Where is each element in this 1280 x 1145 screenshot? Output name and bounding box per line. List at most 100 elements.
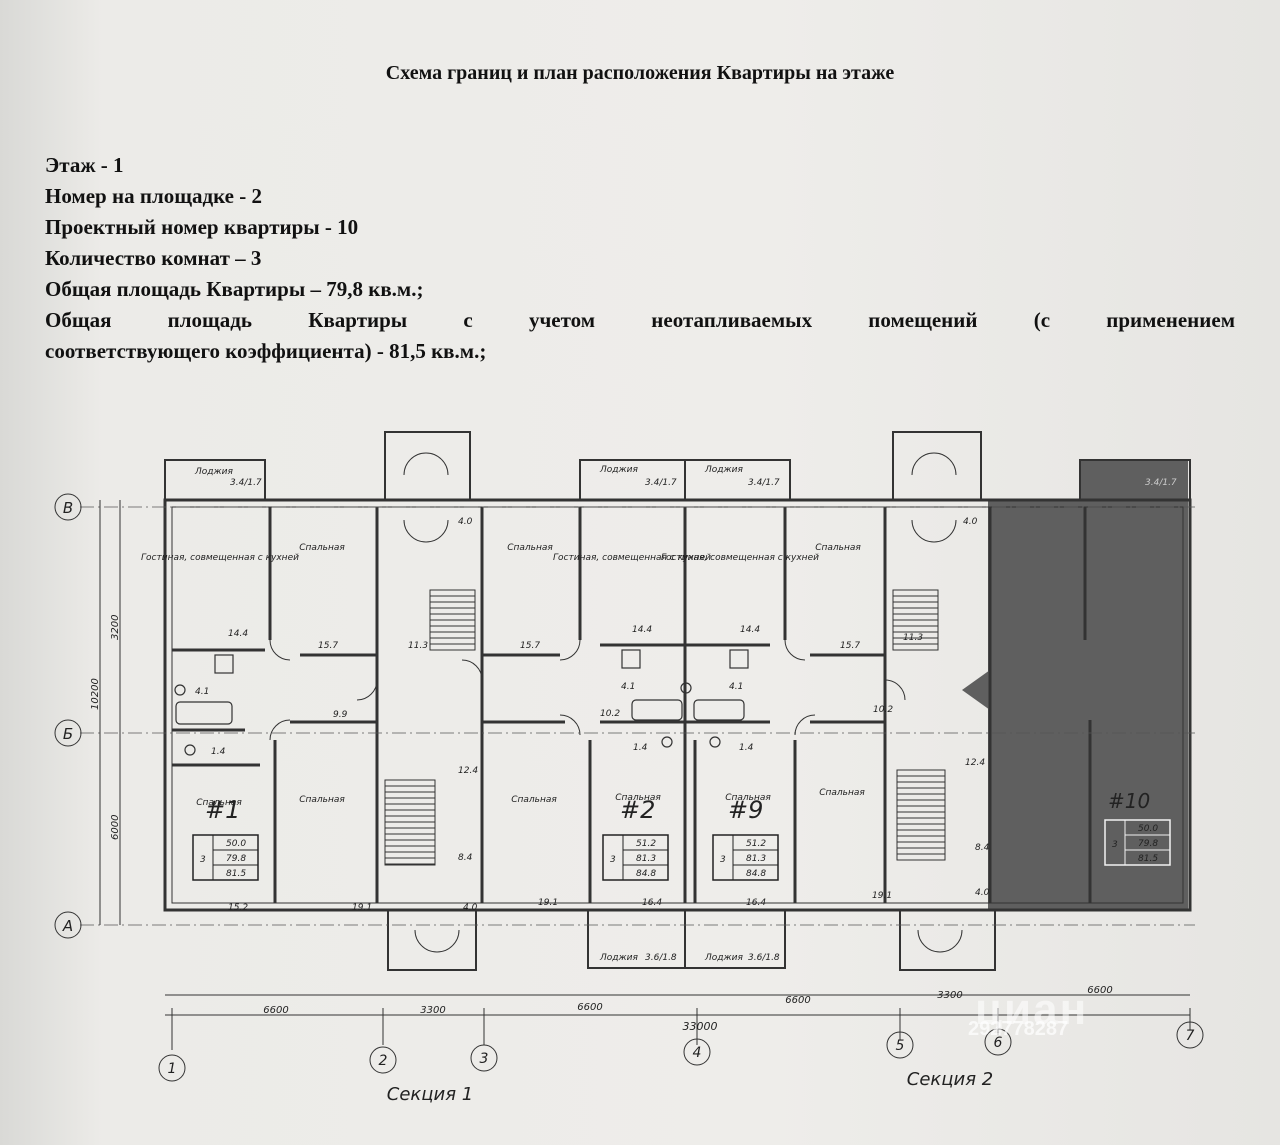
vertical-dimensions xyxy=(99,500,121,925)
room-area: 15.2 xyxy=(228,903,248,913)
axis-label-col: 1 xyxy=(168,1061,177,1077)
loggia-area: 3.4/1.7 xyxy=(748,478,780,488)
room-area: 14.4 xyxy=(632,625,652,635)
apartment-area-value: 51.2 xyxy=(636,839,656,849)
loggia-area: 3.4/1.7 xyxy=(230,478,262,488)
room-label-living: Гостиная, совмещенная с кухней xyxy=(553,553,711,563)
room-area: 12.4 xyxy=(965,758,985,768)
horizontal-dimensions xyxy=(165,994,1191,1050)
loggia-label: Лоджия xyxy=(599,465,638,475)
loggia-label: Лоджия xyxy=(704,953,743,963)
total-area-coef-line-1: Общая площадь Квартиры с учетом неотапли… xyxy=(45,308,1235,332)
apartment-blocks: #1350.079.881.5#2351.281.384.8#9351.281.… xyxy=(192,789,1171,881)
room-area: 10.2 xyxy=(873,705,893,715)
loggia-label: Лоджия xyxy=(194,467,233,477)
axis-label-col: 3 xyxy=(480,1051,489,1067)
column-axes: 1 2 3 4 5 6 7 xyxy=(158,1021,1204,1082)
axis-label-col: 4 xyxy=(693,1045,702,1061)
apartment-area-value: 84.8 xyxy=(746,869,766,879)
loggia-area: 3.4/1.7 xyxy=(645,478,677,488)
platform-number-line: Номер на площадке - 2 xyxy=(45,184,262,208)
room-area: 4.1 xyxy=(195,687,209,697)
room-area: 4.1 xyxy=(729,682,743,692)
room-area: 4.0 xyxy=(963,517,978,527)
apartment-area-value: 81.5 xyxy=(1138,854,1158,864)
dim-h-3: 6600 xyxy=(577,1002,602,1013)
apartment-number: #2 xyxy=(620,796,655,824)
room-area: 15.7 xyxy=(520,641,540,651)
room-area: 16.4 xyxy=(746,898,766,908)
axis-lines xyxy=(80,506,1195,926)
watermark-id: 292778287 xyxy=(968,1018,1069,1040)
loggia-labels: Лоджия 3.4/1.7 Лоджия 3.4/1.7 Лоджия 3.4… xyxy=(194,465,1177,963)
room-area: 11.3 xyxy=(903,633,923,643)
apartment-area-value: 81.3 xyxy=(636,854,656,864)
room-label-bedroom: Спальная xyxy=(196,798,242,808)
room-label-living: Гостиная, совмещенная с кухней xyxy=(661,553,819,563)
apartment-area-value: 84.8 xyxy=(636,869,656,879)
dim-h-5: 3300 xyxy=(937,990,962,1001)
axis-label-col: 5 xyxy=(896,1038,905,1054)
axis-label-col: 2 xyxy=(379,1053,388,1069)
apartment-number: #1 xyxy=(205,796,240,824)
room-area: 8.4 xyxy=(975,843,990,853)
dim-h-1: 6600 xyxy=(263,1005,288,1016)
apartment-rooms: 3 xyxy=(610,855,616,865)
room-label-bedroom: Спальная xyxy=(615,793,661,803)
total-area-coef-line-2: соответствующего коэффициента) - 81,5 кв… xyxy=(45,339,487,363)
room-labels: Гостиная, совмещенная с кухней Спальная … xyxy=(141,543,865,808)
axis-label-col: 6 xyxy=(994,1035,1003,1051)
floor-line: Этаж - 1 xyxy=(45,153,124,177)
room-area: 14.4 xyxy=(740,625,760,635)
dim-h-6: 6600 xyxy=(1087,985,1112,996)
dim-h-total: 33000 xyxy=(683,1020,718,1033)
interior-walls xyxy=(172,507,1092,903)
room-area: 16.4 xyxy=(642,898,662,908)
room-label-bedroom: Спальная xyxy=(507,543,553,553)
room-area: 1.4 xyxy=(633,743,648,753)
apartment-area-value: 50.0 xyxy=(226,839,246,849)
room-area: 14.4 xyxy=(228,629,248,639)
room-label-bedroom: Спальная xyxy=(725,793,771,803)
room-label-living: Гостиная, совмещенная с кухней xyxy=(141,553,299,563)
room-label-bedroom: Спальная xyxy=(819,788,865,798)
apartment-10-highlight xyxy=(962,460,1188,910)
apartment-area-value: 81.3 xyxy=(746,854,766,864)
section-1-label: Секция 1 xyxy=(387,1084,473,1105)
apartment-rooms: 3 xyxy=(720,855,726,865)
loggia-area: 3.6/1.8 xyxy=(645,953,677,963)
room-label-bedroom: Спальная xyxy=(815,543,861,553)
project-number-line: Проектный номер квартиры - 10 xyxy=(45,215,359,239)
room-area: 4.1 xyxy=(621,682,635,692)
dim-v-6000: 6000 xyxy=(110,815,121,840)
rooms-count-line: Количество комнат – 3 xyxy=(45,246,262,270)
watermark-logo: циан xyxy=(975,985,1089,1034)
stairs xyxy=(384,589,946,866)
room-area: 11.3 xyxy=(408,641,428,651)
room-area: 9.9 xyxy=(333,710,348,720)
apartment-area-value: 51.2 xyxy=(746,839,766,849)
row-axes: В Б А xyxy=(54,493,82,939)
apartment-area-value: 79.8 xyxy=(1138,839,1158,849)
apartment-area-value: 81.5 xyxy=(226,869,246,879)
section-2-label: Секция 2 xyxy=(907,1069,993,1090)
total-area-line: Общая площадь Квартиры – 79,8 кв.м.; xyxy=(45,277,424,301)
apartment-area-value: 50.0 xyxy=(1138,824,1158,834)
apartment-number: #9 xyxy=(728,796,763,824)
dim-v-3200: 3200 xyxy=(110,615,121,640)
axis-label-a: А xyxy=(62,917,73,935)
room-label-bedroom: Спальная xyxy=(511,795,557,805)
dim-v-total: 10200 xyxy=(90,678,101,710)
room-area: 4.0 xyxy=(975,888,990,898)
loggia-area: 3.6/1.8 xyxy=(748,953,780,963)
room-area: 4.0 xyxy=(463,903,478,913)
bathroom-fixtures xyxy=(174,649,749,756)
loggia-area: 3.4/1.7 xyxy=(1145,478,1177,488)
page-title: Схема границ и план расположения Квартир… xyxy=(385,62,895,84)
loggia-label: Лоджия xyxy=(599,953,638,963)
apartment-area-value: 79.8 xyxy=(226,854,246,864)
axis-label-col: 7 xyxy=(1186,1028,1195,1044)
dim-h-4: 6600 xyxy=(785,995,810,1006)
